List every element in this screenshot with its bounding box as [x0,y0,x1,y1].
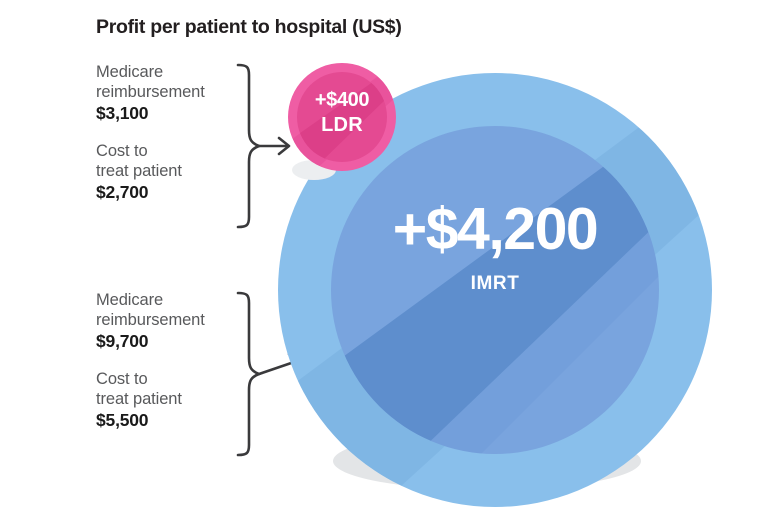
annotation-group-imrt: Medicare reimbursement $9,700 Cost to tr… [96,290,256,432]
annotation-item-cost: Cost to treat patient $2,700 [96,141,256,204]
annotation-group-ldr: Medicare reimbursement $3,100 Cost to tr… [96,62,256,204]
annotation-label-line1: Cost to [96,370,148,388]
annotation-value: $5,500 [96,410,149,430]
bubble-ldr[interactable]: +$400 LDR [288,63,396,171]
annotation-label-line2: reimbursement [96,83,205,101]
brace-arrow-connector-ldr [232,62,298,230]
annotation-label-line2: treat patient [96,162,182,180]
bubble-ldr-core [297,72,387,162]
bubble-gloss-inner-icon [331,126,659,454]
bubble-imrt-core [331,126,659,454]
annotation-label-line2: reimbursement [96,311,205,329]
annotation-label-line1: Medicare [96,291,164,309]
annotation-item-reimbursement: Medicare reimbursement $9,700 [96,290,256,353]
brace-arrow-icon [236,63,291,229]
annotation-label-line1: Medicare [96,63,164,81]
annotation-value: $2,700 [96,182,149,202]
annotation-label-line1: Cost to [96,142,148,160]
page-title: Profit per patient to hospital (US$) [96,16,402,38]
bubble-gloss-inner-icon [297,72,387,162]
annotation-value: $3,100 [96,103,149,123]
annotation-value: $9,700 [96,331,149,351]
annotation-item-cost: Cost to treat patient $5,500 [96,369,256,432]
annotation-label-line2: treat patient [96,390,182,408]
annotation-item-reimbursement: Medicare reimbursement $3,100 [96,62,256,125]
